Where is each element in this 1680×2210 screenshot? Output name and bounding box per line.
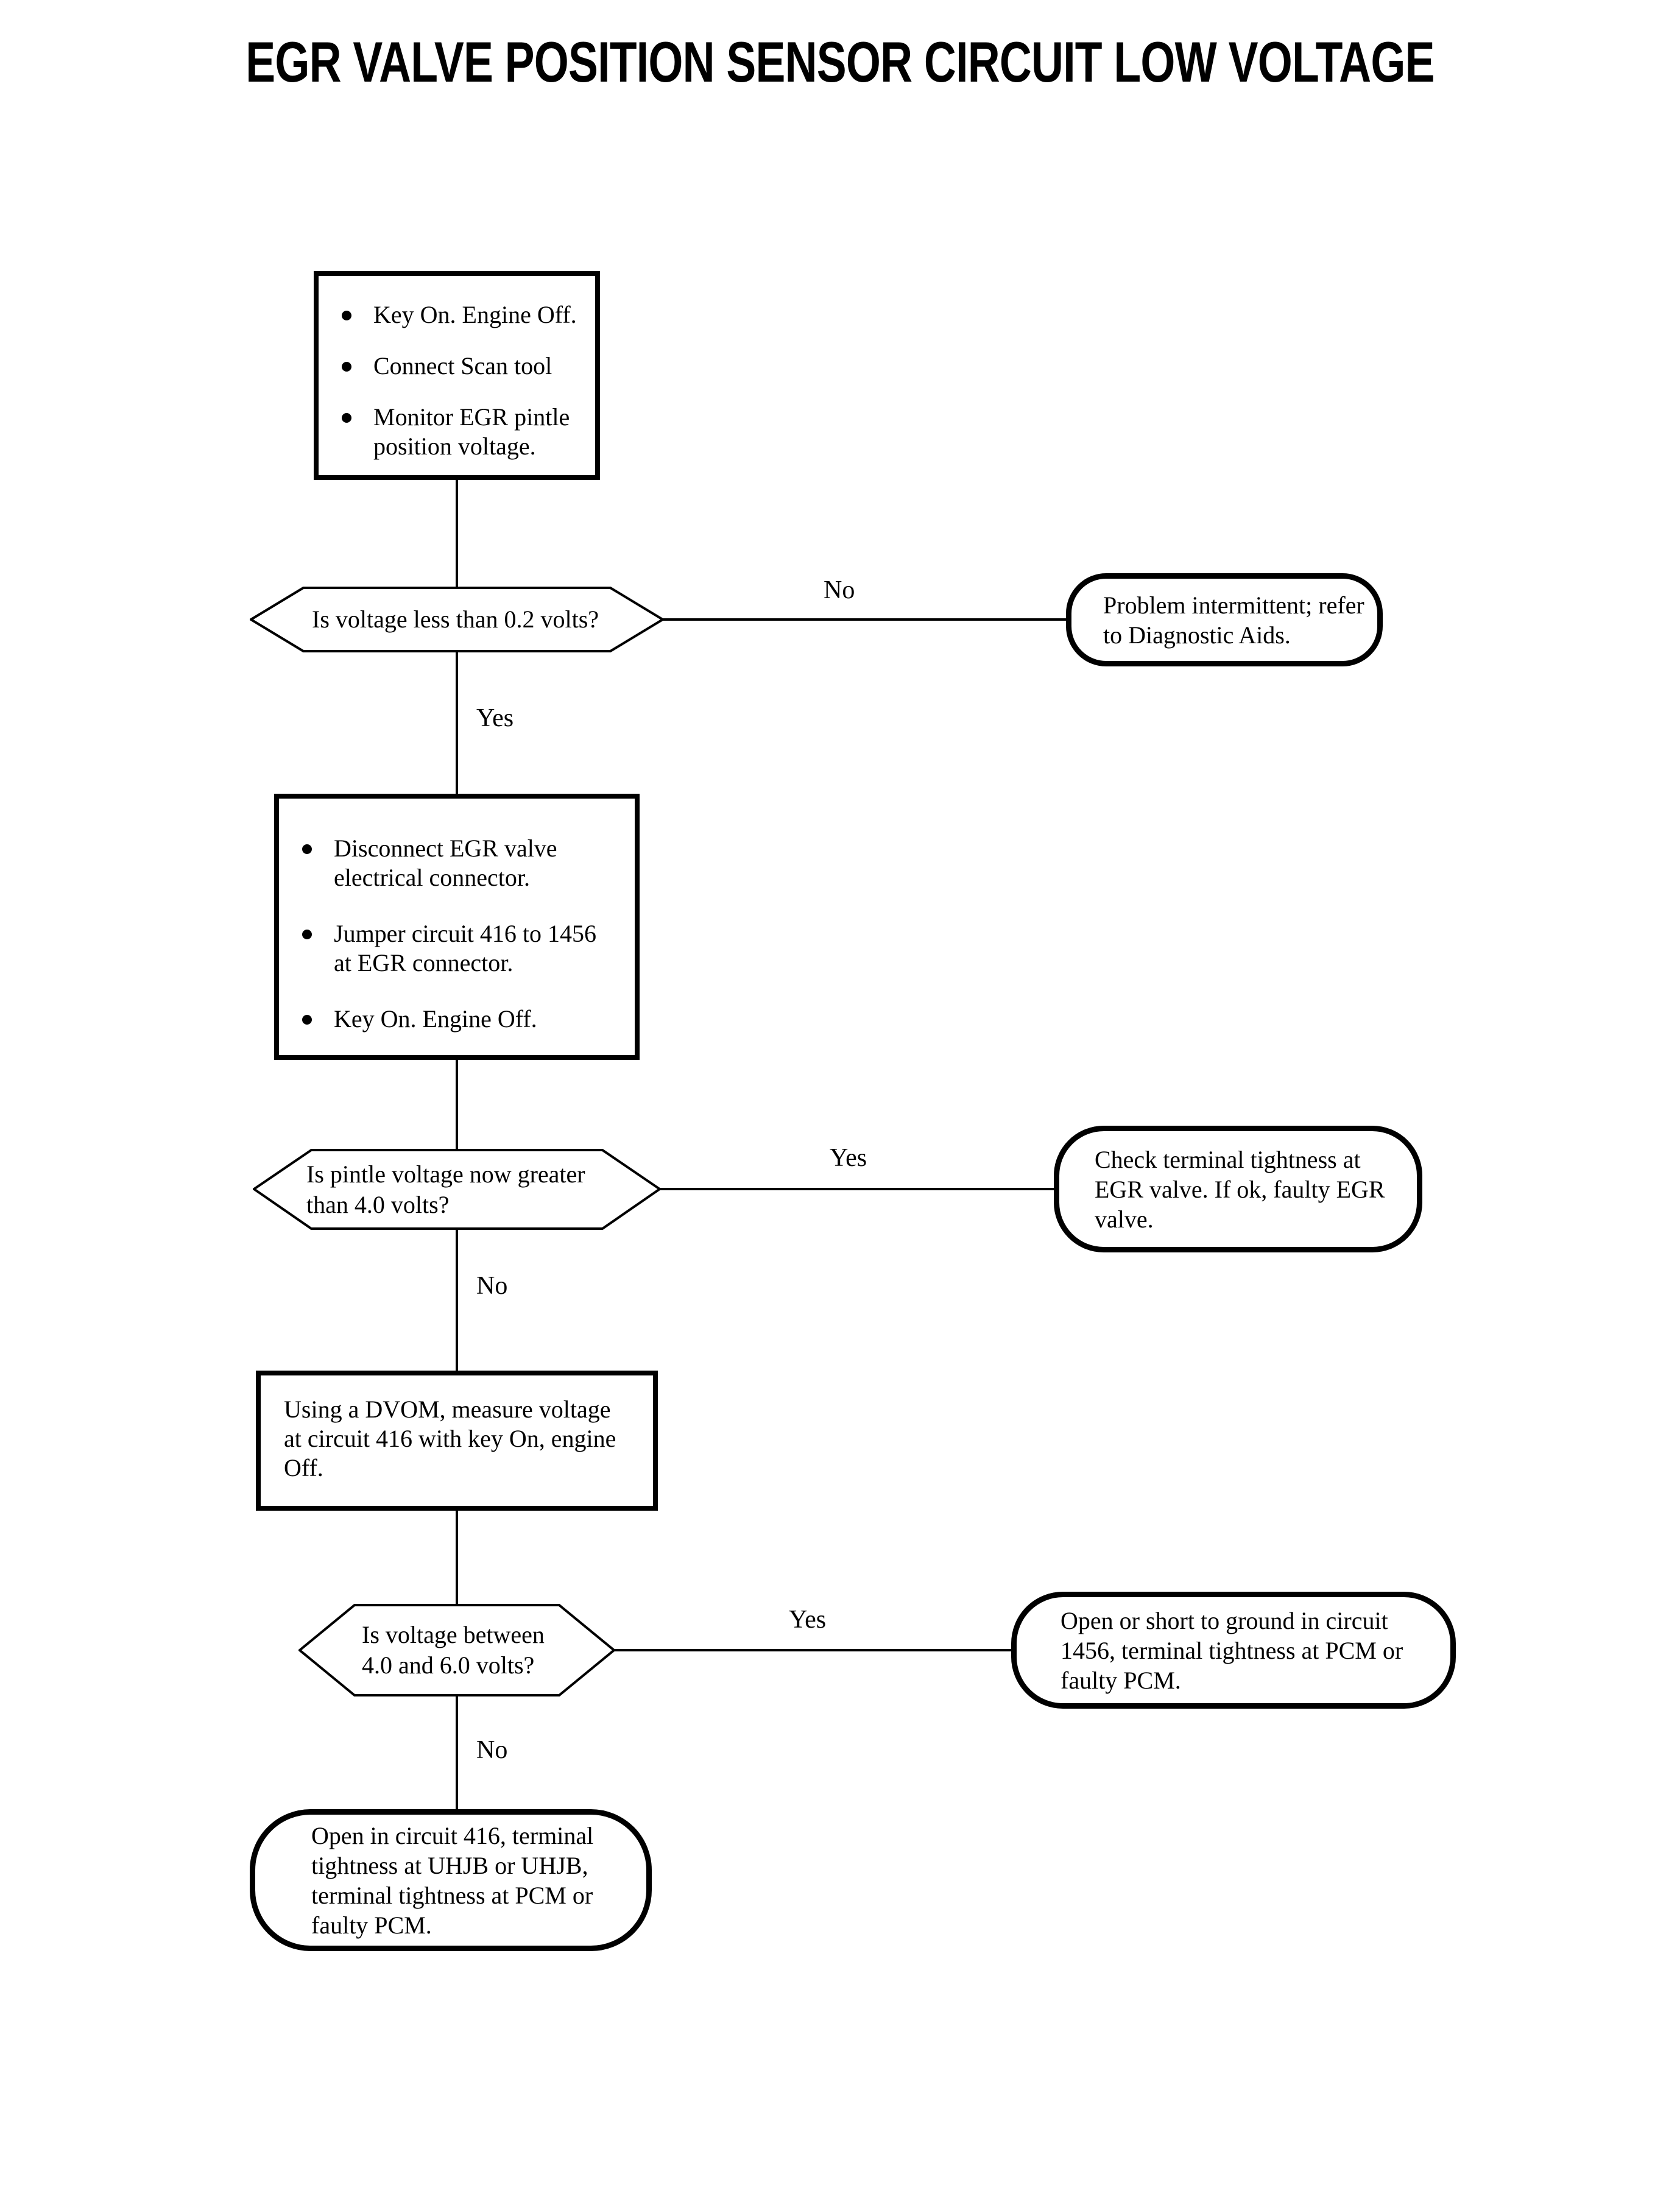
edge-label-no-decision1: No [824,576,855,604]
edge-label-yes-decision1: Yes [476,704,514,732]
page-title: EGR VALVE POSITION SENSOR CIRCUIT LOW VO… [245,30,1435,94]
list-item: Key On. Engine Off. [302,1004,629,1034]
list-item: Jumper circuit 416 to 1456 at EGR connec… [302,919,629,978]
process-box-start-steps: Key On. Engine Off. Connect Scan tool Mo… [314,271,600,480]
step-text: Using a DVOM, measure voltage at circuit… [284,1396,616,1481]
connector-decision2-yes [660,1188,1055,1190]
bullet-icon [342,413,351,423]
jumper-steps-list: Disconnect EGR valve electrical connecto… [302,834,629,1034]
step-text: Connect Scan tool [373,352,552,380]
connector-decision3-no [456,1695,458,1810]
edge-label-no-decision2: No [476,1272,508,1300]
step-text: Monitor EGR pintle position voltage. [373,403,570,460]
hexagon-shape [298,1604,615,1696]
edge-label-yes-decision3: Yes [789,1606,827,1634]
list-item: Disconnect EGR valve electrical connecto… [302,834,629,892]
connector-decision1-no [663,618,1067,621]
step-text: Key On. Engine Off. [334,1005,537,1033]
connector-dvom-to-decision3 [456,1509,458,1605]
connector-decision2-no [456,1229,458,1372]
connector-decision3-yes [614,1649,1012,1651]
terminal-open-short-1456: Open or short to ground in circuit 1456,… [1011,1592,1456,1709]
decision-question: Is pintle voltage now greater than 4.0 v… [306,1160,585,1218]
process-box-jumper-steps: Disconnect EGR valve electrical connecto… [274,794,640,1060]
edge-label-no-decision3: No [476,1736,508,1764]
hexagon-shape [250,587,664,652]
decision-question: Is voltage less than 0.2 volts? [312,605,599,633]
connector-start-to-decision1 [456,479,458,588]
connector-decision1-yes [456,651,458,795]
bullet-icon [302,1015,312,1025]
list-item: Connect Scan tool [342,351,589,381]
bullet-icon [302,930,312,939]
connector-steps-to-decision2 [456,1059,458,1150]
hexagon-shape [253,1149,661,1230]
process-box-dvom: Using a DVOM, measure voltage at circuit… [256,1371,658,1511]
terminal-problem-intermittent: Problem intermittent; refer to Diagnosti… [1066,573,1383,666]
bullet-icon [342,311,351,320]
list-item: Monitor EGR pintle position voltage. [342,403,589,461]
step-text: Key On. Engine Off. [373,301,577,328]
step-text: Jumper circuit 416 to 1456 at EGR connec… [334,920,597,976]
decision-voltage-between-40-60: Is voltage between 4.0 and 6.0 volts? [298,1604,615,1696]
terminal-open-416: Open in circuit 416, terminal tightness … [250,1809,652,1951]
list-item: Key On. Engine Off. [342,300,589,330]
bullet-icon [302,844,312,854]
start-steps-list: Key On. Engine Off. Connect Scan tool Mo… [342,300,589,461]
decision-question: Is voltage between 4.0 and 6.0 volts? [362,1621,545,1679]
bullet-icon [342,362,351,372]
decision-voltage-less-02: Is voltage less than 0.2 volts? [250,587,664,652]
decision-pintle-greater-40: Is pintle voltage now greater than 4.0 v… [253,1149,661,1230]
step-text: Disconnect EGR valve electrical connecto… [334,835,557,891]
terminal-check-egr-valve: Check terminal tightness at EGR valve. I… [1054,1126,1422,1252]
edge-label-yes-decision2: Yes [830,1144,867,1172]
